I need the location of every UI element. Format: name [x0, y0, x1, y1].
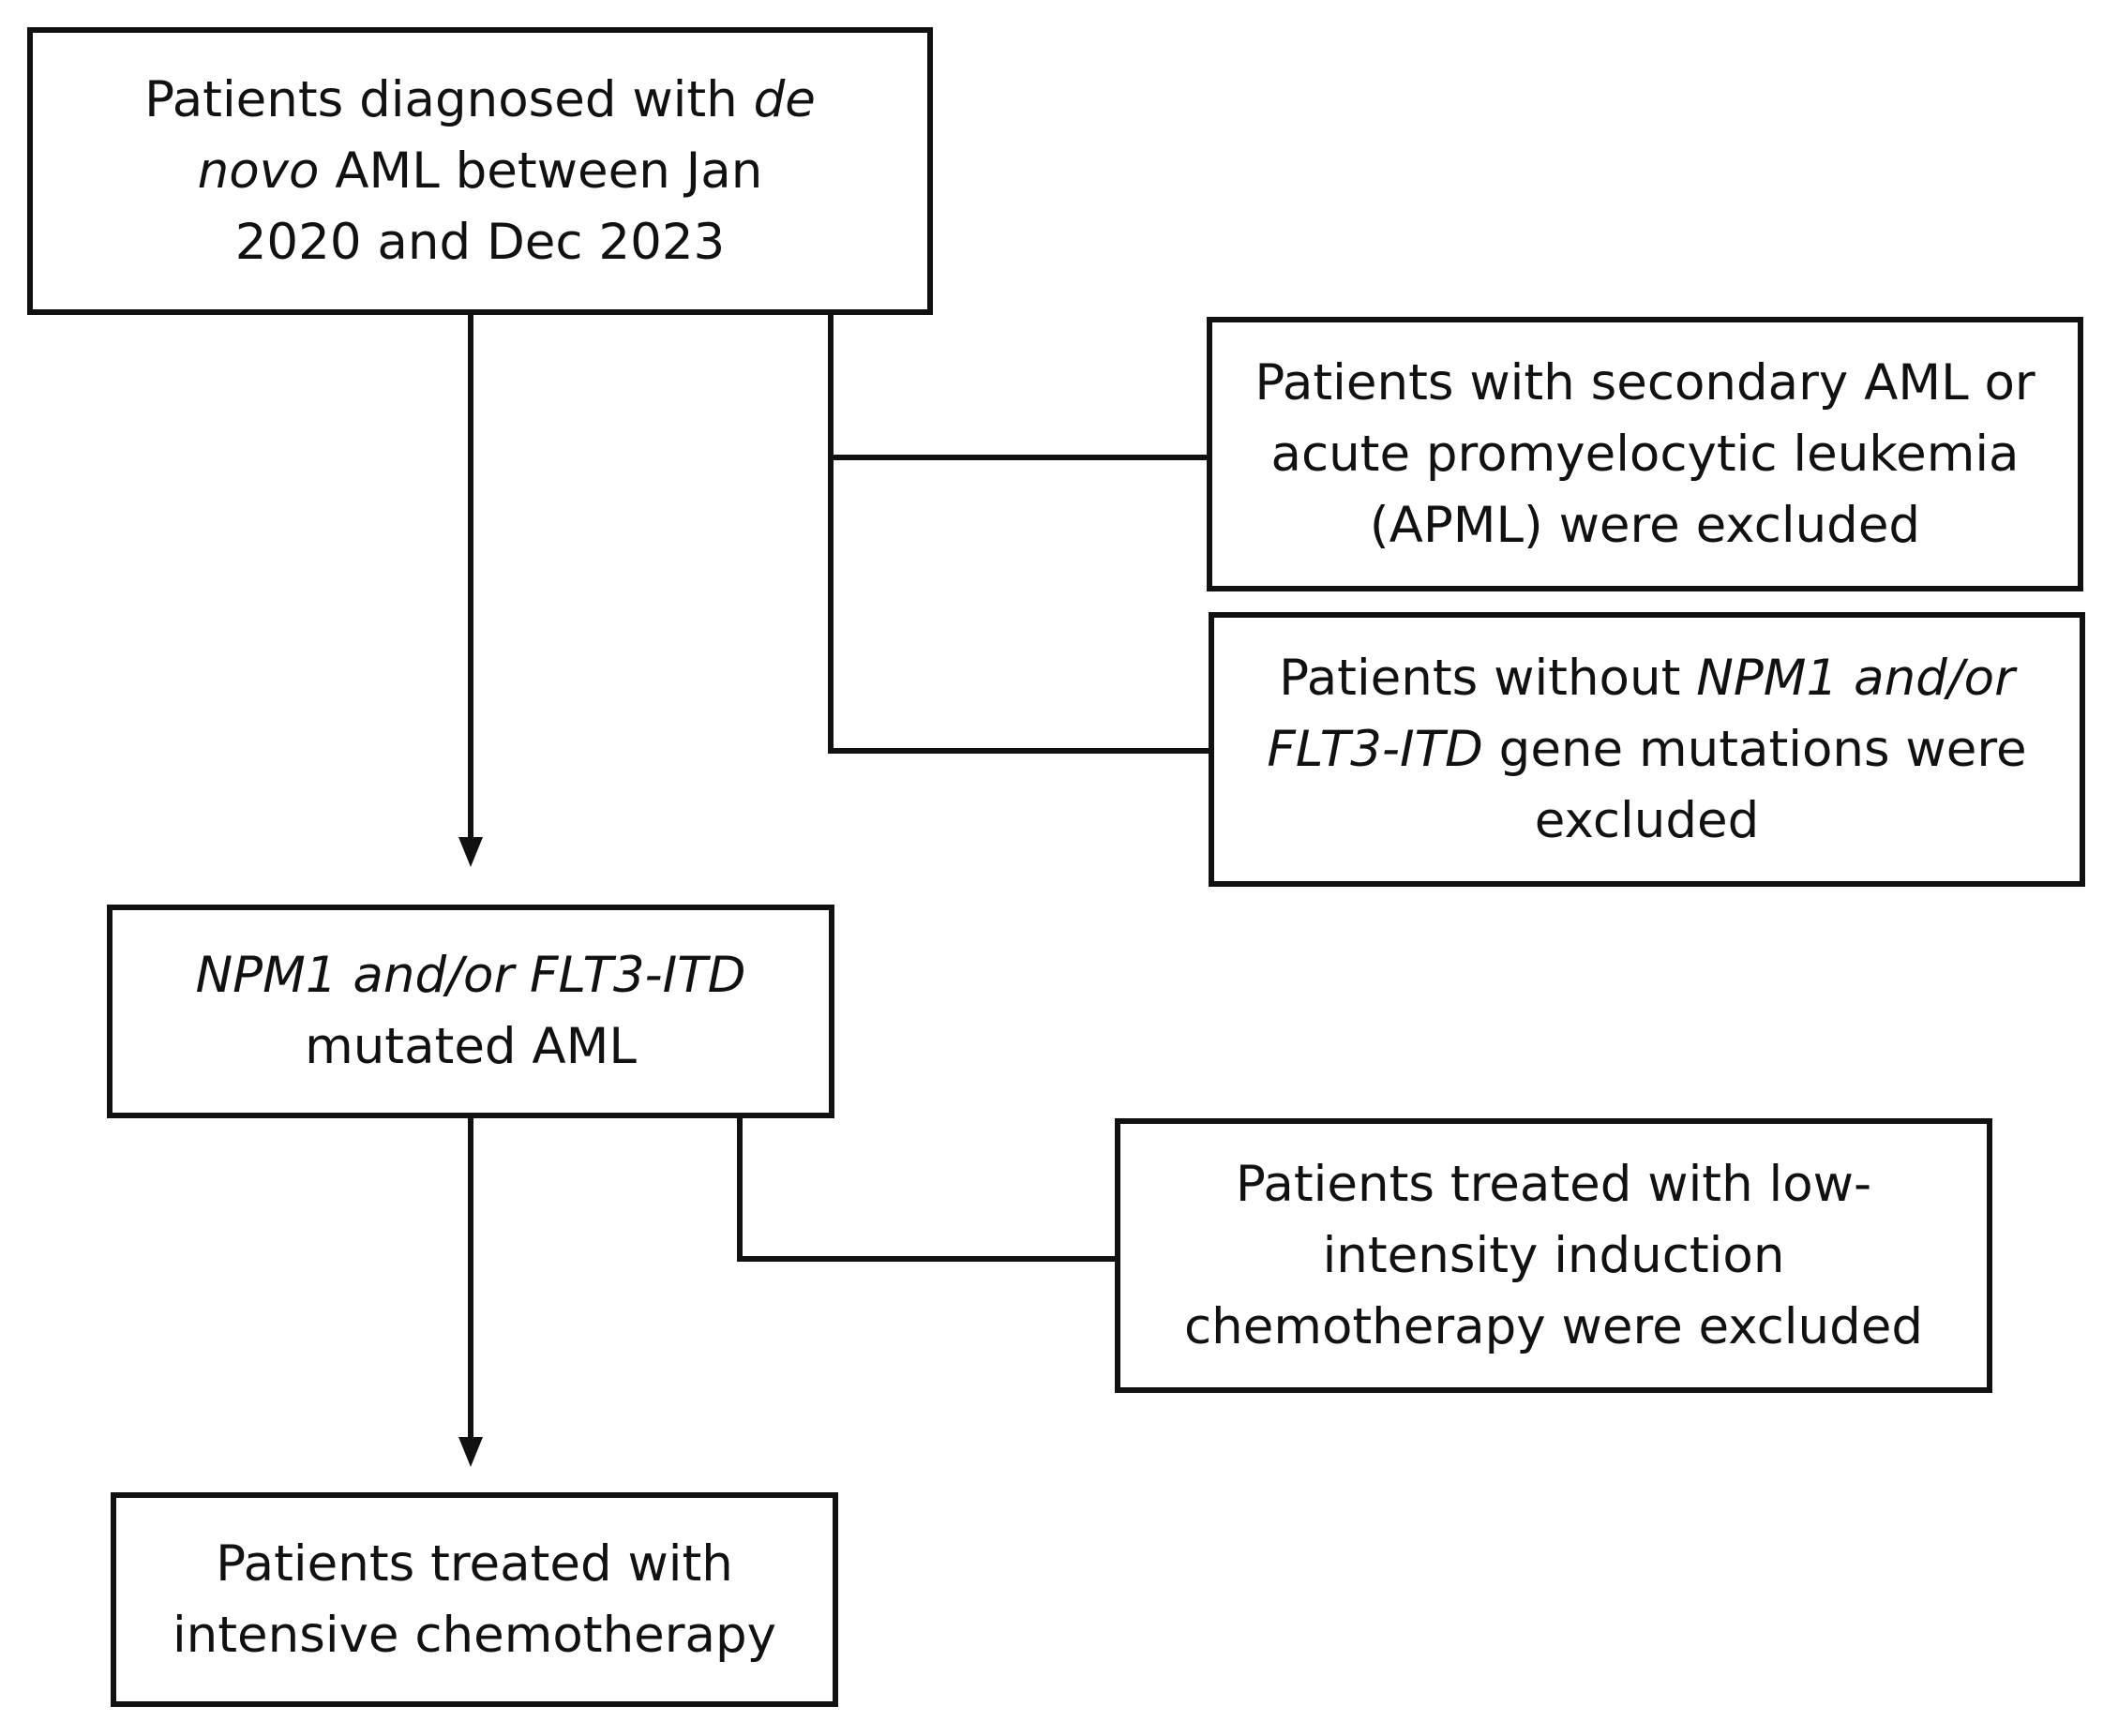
box-intensive-text: Patients treated with intensive chemothe… — [173, 1529, 776, 1671]
text-segment: gene mutations were excluded — [1498, 720, 2027, 849]
text-segment: FLT3-ITD — [1267, 720, 1483, 778]
box-mutated-text: NPM1 and/or FLT3-ITD mutated AML — [196, 940, 746, 1083]
box-mutated: NPM1 and/or FLT3-ITD mutated AML — [107, 905, 834, 1118]
box-diagnosed: Patients diagnosed with de novo AML betw… — [27, 27, 933, 315]
box-excluded-low-intensity: Patients treated with low- intensity ind… — [1115, 1118, 1992, 1393]
text-segment: Patients without — [1279, 649, 1697, 707]
box-excluded-secondary: Patients with secondary AML or acute pro… — [1207, 317, 2083, 591]
text-segment: AML between Jan 2020 and Dec 2023 — [234, 142, 763, 271]
text-segment: NPM1 and/or — [1696, 649, 2015, 707]
box-excluded-low-intensity-text: Patients treated with low- intensity ind… — [1184, 1149, 1923, 1363]
text-segment: mutated AML — [305, 1018, 637, 1075]
box-diagnosed-text: Patients diagnosed with de novo AML betw… — [144, 65, 816, 278]
arrowhead-mutated-to-intensive — [458, 1437, 483, 1467]
text-segment: NPM1 and/or FLT3-ITD — [195, 947, 746, 1004]
box-excluded-secondary-text: Patients with secondary AML or acute pro… — [1254, 348, 2035, 561]
text-segment: de — [753, 70, 816, 128]
text-segment: Patients treated with intensive chemothe… — [172, 1534, 777, 1664]
box-excluded-no-mutation: Patients without NPM1 and/or FLT3-ITD ge… — [1209, 612, 2085, 887]
text-segment: Patients treated with low- intensity ind… — [1184, 1155, 1923, 1355]
text-segment: Patients diagnosed with — [144, 70, 754, 128]
text-segment: Patients with secondary AML or acute pro… — [1254, 353, 2035, 554]
box-excluded-no-mutation-text: Patients without NPM1 and/or FLT3-ITD ge… — [1267, 643, 2026, 857]
text-segment: novo — [197, 142, 320, 200]
box-intensive: Patients treated with intensive chemothe… — [111, 1492, 838, 1707]
arrowhead-diagnosed-to-mutated — [458, 837, 483, 867]
